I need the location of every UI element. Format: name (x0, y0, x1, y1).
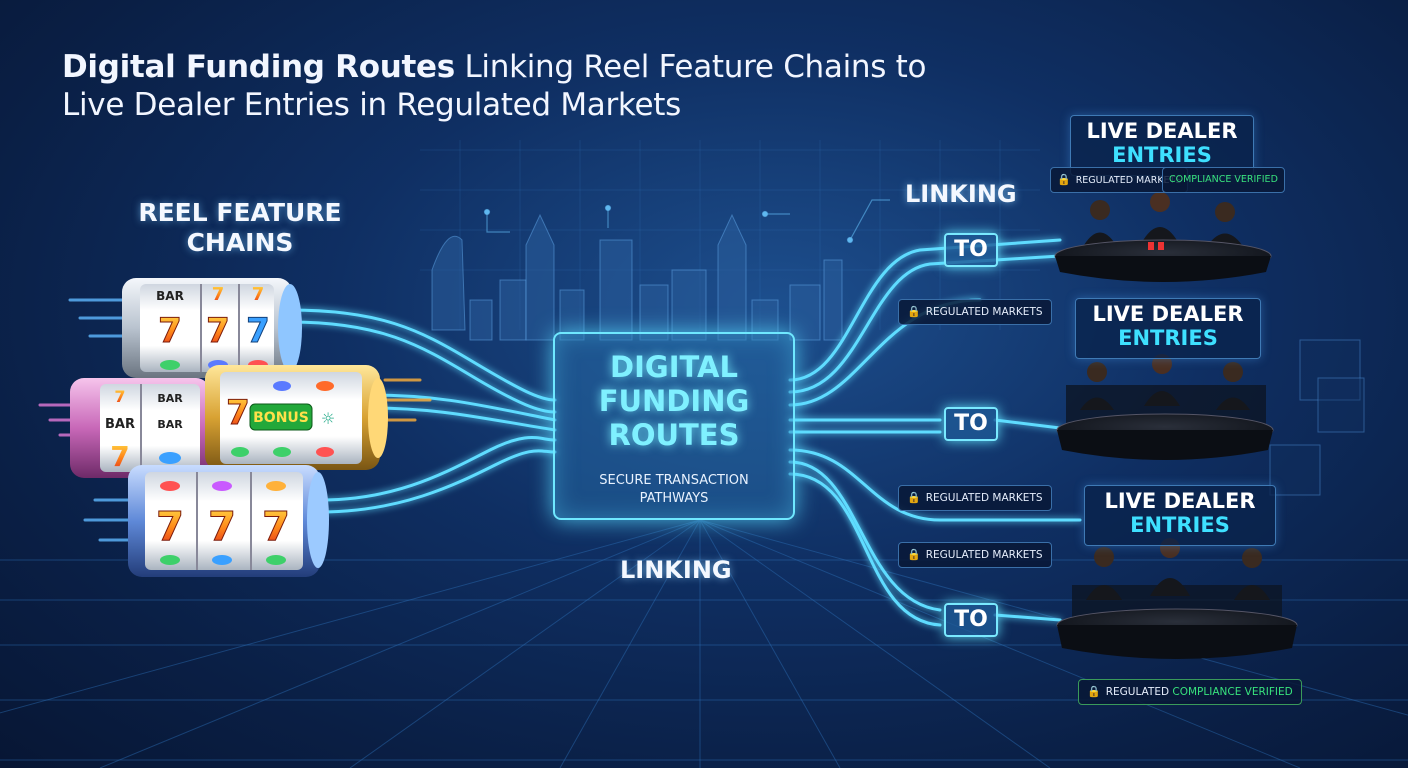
slot-reel-gold: 7 BONUS ☼ (205, 365, 388, 470)
reel-title-line1: REEL FEATURE (138, 198, 342, 227)
badge-regulated-route-3: 🔒REGULATED MARKETS (898, 542, 1052, 568)
hub-sub-line1: SECURE TRANSACTION (599, 473, 749, 488)
linking-label-top: LINKING (905, 180, 1017, 208)
page-title: Digital Funding Routes Linking Reel Feat… (62, 48, 926, 124)
linking-label-bottom: LINKING (620, 556, 732, 584)
funding-routes-hub: DIGITAL FUNDING ROUTES SECURE TRANSACTIO… (553, 332, 795, 520)
bonus-symbol: BONUS (253, 410, 309, 426)
city-skyline (431, 213, 843, 341)
entry-1-line2: ENTRIES (1112, 143, 1212, 167)
lock-icon: 🔒 (1087, 685, 1101, 698)
hub-title-line3: ROUTES (608, 418, 740, 452)
entry-3-line2: ENTRIES (1130, 513, 1230, 537)
sky-grid (420, 140, 1040, 330)
svg-text:7: 7 (246, 311, 270, 351)
to-box-3: TO (944, 603, 998, 637)
reel-feature-chains-label: REEL FEATURE CHAINS (120, 198, 360, 258)
svg-text:7: 7 (110, 440, 129, 473)
dealer-table-3 (1056, 538, 1298, 659)
live-dealer-entries-2: LIVE DEALER ENTRIES (1075, 298, 1261, 359)
circuit-traces (483, 199, 890, 244)
svg-text:7: 7 (158, 311, 182, 351)
svg-text:BAR: BAR (157, 392, 183, 405)
live-dealer-entries-3: LIVE DEALER ENTRIES (1084, 485, 1276, 546)
routes-right (788, 238, 1082, 627)
entry-3-line1: LIVE DEALER (1104, 489, 1256, 513)
lock-icon: 🔒 (907, 305, 921, 318)
slot-reel-top: BAR 7 7 7 7 7 (122, 278, 302, 378)
to-box-1: TO (944, 233, 998, 267)
routes-left (288, 308, 557, 514)
svg-text:BAR: BAR (105, 417, 135, 432)
badge-regulated-route-2: 🔒REGULATED MARKETS (898, 485, 1052, 511)
entry-2-line2: ENTRIES (1118, 326, 1218, 350)
svg-text:BAR: BAR (157, 418, 183, 431)
slot-reel-pink: 7 BAR BAR BAR 7 (70, 378, 210, 478)
lock-icon: 🔒 (907, 491, 921, 504)
hub-title-line1: DIGITAL (610, 350, 738, 384)
svg-text:7: 7 (226, 393, 250, 433)
title-bold: Digital Funding Routes (62, 49, 455, 85)
svg-text:7: 7 (208, 504, 236, 550)
title-rest: Linking Reel Feature Chains to (454, 49, 927, 85)
svg-text:☼: ☼ (321, 409, 335, 428)
svg-text:BAR: BAR (156, 289, 184, 303)
entry-2-line1: LIVE DEALER (1092, 302, 1244, 326)
badge-regulated-compliance-bottom: 🔒REGULATED COMPLIANCE VERIFIED (1078, 679, 1302, 705)
data-panels (1269, 339, 1365, 496)
slot-reel-bottom: 7 7 7 (128, 465, 329, 577)
hub-title-line2: FUNDING (598, 384, 750, 418)
badge-regulated-route-1: 🔒REGULATED MARKETS (898, 299, 1052, 325)
dealer-table-2 (1056, 354, 1274, 460)
entry-1-line1: LIVE DEALER (1086, 119, 1238, 143)
svg-text:7: 7 (114, 387, 125, 406)
lock-icon: 🔒 (1057, 173, 1071, 186)
title-line2: Live Dealer Entries in Regulated Markets (62, 87, 681, 123)
badge-compliance-top: COMPLIANCE VERIFIED (1162, 167, 1285, 193)
hub-sub-line2: PATHWAYS (639, 491, 709, 506)
svg-text:7: 7 (262, 504, 290, 550)
svg-text:7: 7 (206, 311, 230, 351)
reel-title-line2: CHAINS (186, 228, 294, 257)
svg-text:7: 7 (252, 284, 265, 305)
svg-text:7: 7 (156, 504, 184, 550)
to-box-2: TO (944, 407, 998, 441)
motion-trails (38, 298, 432, 542)
lock-icon: 🔒 (907, 548, 921, 561)
dealer-table-1 (1054, 192, 1272, 282)
svg-text:7: 7 (212, 284, 225, 305)
live-dealer-entries-1: LIVE DEALER ENTRIES (1070, 115, 1254, 176)
